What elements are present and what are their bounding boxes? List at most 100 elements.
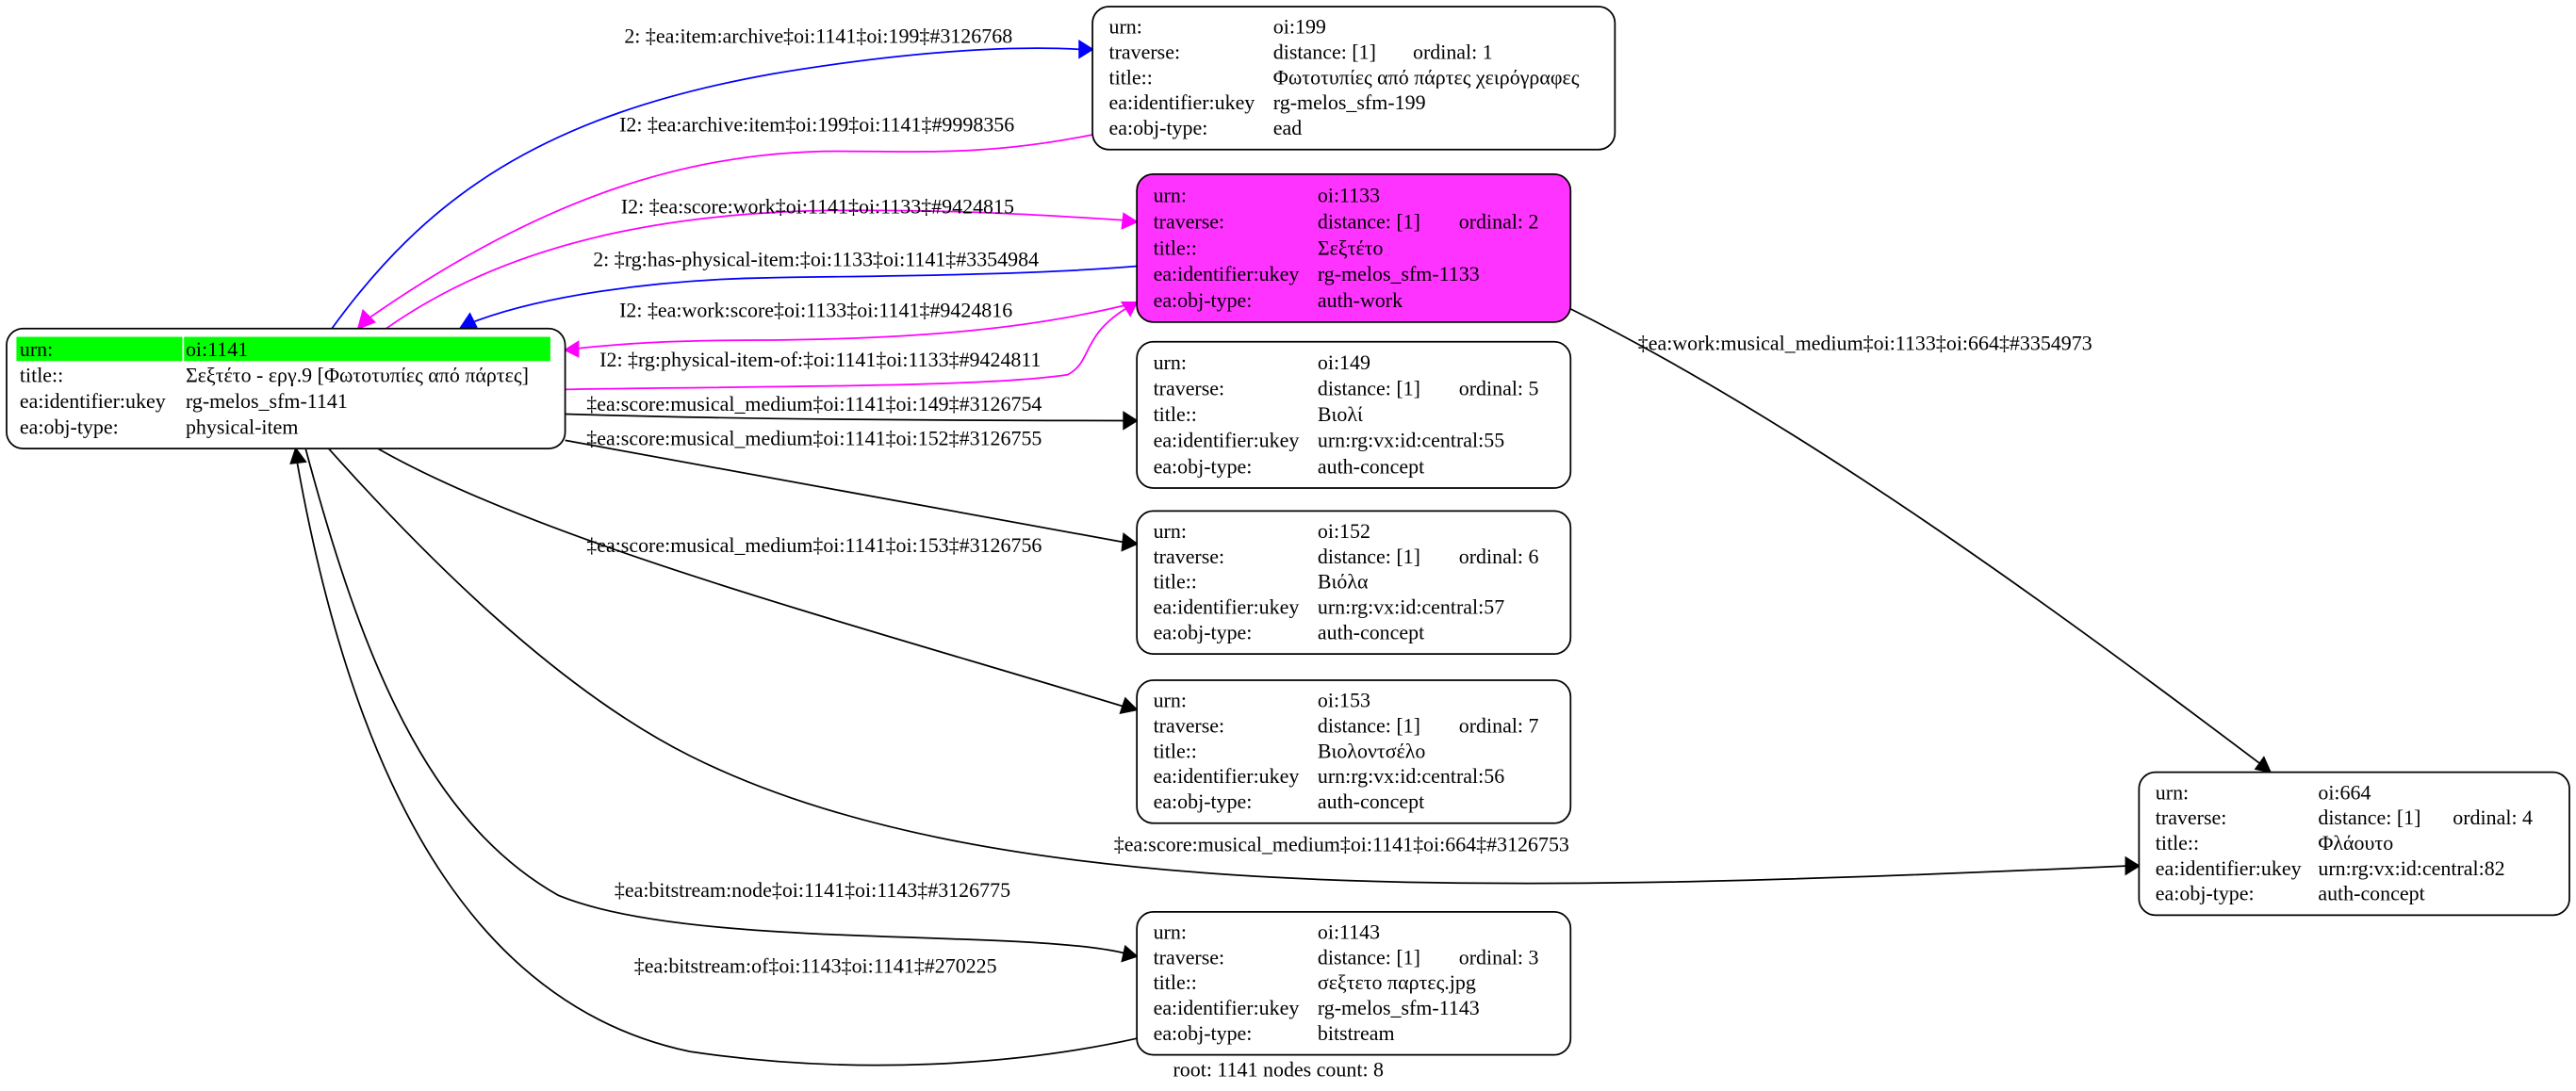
edge-line[interactable] (565, 413, 1124, 422)
edge-line[interactable] (331, 47, 1080, 330)
edge-line[interactable] (472, 265, 1138, 323)
edge-line[interactable] (578, 301, 1138, 350)
field-value: physical-item (186, 415, 298, 438)
field-value: urn:rg:vx:id:central:56 (1318, 764, 1504, 788)
field-key: title:: (1154, 970, 1197, 994)
field-value: ead (1273, 116, 1302, 139)
edge-line[interactable] (327, 448, 2126, 885)
edge-1133-to-664[interactable]: ‡ea:work:musical_medium‡oi:1133‡oi:664‡#… (1569, 308, 2272, 773)
edge-1133-to-1141[interactable]: 2: ‡rg:has-physical-item:‡oi:1133‡oi:114… (458, 248, 1138, 330)
field-key: ea:identifier:ukey (1154, 429, 1300, 452)
field-value: Βιολοντσέλο (1318, 739, 1426, 762)
root-highlight (16, 336, 183, 362)
edge-line[interactable] (565, 308, 1126, 391)
node-box[interactable] (2138, 771, 2570, 917)
field-value: auth-concept (1318, 790, 1424, 813)
edge-label: ‡ea:bitstream:node‡oi:1141‡oi:1143‡#3126… (615, 878, 1010, 902)
arrowhead-icon (1123, 411, 1139, 431)
field-key: ea:obj-type: (1154, 790, 1253, 813)
edge-label: ‡ea:score:musical_medium‡oi:1141‡oi:664‡… (1114, 832, 1569, 855)
field-key: title:: (1154, 236, 1197, 259)
field-value: oi:152 (1318, 519, 1370, 543)
field-key: urn: (1154, 689, 1187, 712)
field-value: distance: [1] (1318, 545, 1420, 568)
edge-1141-to-1133[interactable]: I2: ‡ea:score:work‡oi:1141‡oi:1133‡#9424… (386, 195, 1139, 330)
field-key: ea:identifier:ukey (1154, 764, 1300, 788)
field-value: Σεξτέτο (1318, 236, 1384, 259)
field-value: distance: [1] (1318, 945, 1420, 969)
field-value: Φωτοτυπίες από πάρτες χειρόγραφες (1273, 65, 1580, 89)
field-key: title:: (2156, 831, 2199, 855)
edge-label: ‡ea:work:musical_medium‡oi:1133‡oi:664‡#… (1638, 331, 2092, 354)
edge-1141-to-664[interactable]: ‡ea:score:musical_medium‡oi:1141‡oi:664‡… (327, 448, 2141, 885)
edge-label: I2: ‡rg:physical-item-of:‡oi:1141‡oi:113… (599, 348, 1041, 371)
node-box[interactable] (1136, 510, 1572, 655)
field-value: urn:rg:vx:id:central:82 (2318, 856, 2504, 880)
edge-1143-to-1141[interactable]: ‡ea:bitstream:of‡oi:1143‡oi:1141‡#270225 (289, 447, 1138, 1067)
field-key: title:: (1109, 65, 1153, 89)
edge-line[interactable] (1569, 308, 2261, 765)
field-ordinal: ordinal: 3 (1459, 945, 1539, 969)
arrowhead-icon (1121, 944, 1139, 963)
field-value: oi:1133 (1318, 184, 1380, 207)
field-key: ea:obj-type: (1154, 454, 1253, 478)
arrowhead-icon (1120, 301, 1139, 318)
edge-line[interactable] (565, 439, 1124, 544)
field-key: urn: (1154, 519, 1187, 543)
field-key: urn: (1154, 184, 1187, 207)
edge-line[interactable] (367, 134, 1093, 320)
field-key: ea:obj-type: (1109, 116, 1208, 139)
node-box[interactable] (1136, 679, 1572, 824)
edge-1141-to-199[interactable]: 2: ‡ea:item:archive‡oi:1141‡oi:199‡#3126… (331, 24, 1094, 330)
field-value: Βιόλα (1318, 570, 1369, 594)
field-key: title:: (20, 363, 63, 386)
field-value: rg-melos_sfm-1141 (186, 389, 348, 413)
field-value: auth-concept (2318, 882, 2424, 905)
edge-label: ‡ea:score:musical_medium‡oi:1141‡oi:149‡… (586, 392, 1042, 415)
field-value: distance: [1] (1318, 209, 1420, 233)
arrowhead-icon (2125, 855, 2141, 876)
edge-199-to-1141[interactable]: I2: ‡ea:archive:item‡oi:199‡oi:1141‡#999… (356, 113, 1093, 331)
edge-line[interactable] (304, 448, 1124, 954)
field-key: ea:identifier:ukey (2156, 856, 2302, 880)
node-box[interactable] (1136, 911, 1572, 1056)
node-box[interactable] (1136, 172, 1572, 323)
field-key: ea:obj-type: (20, 415, 119, 438)
arrowhead-icon (1121, 532, 1139, 552)
field-key: title:: (1154, 739, 1197, 762)
edges-layer: 2: ‡ea:item:archive‡oi:1141‡oi:199‡#3126… (289, 24, 2272, 1067)
edge-line[interactable] (386, 209, 1124, 330)
edge-1141-to-1143[interactable]: ‡ea:bitstream:node‡oi:1141‡oi:1143‡#3126… (304, 448, 1139, 963)
field-key: traverse: (1154, 545, 1225, 568)
edge-1141-to-149[interactable]: ‡ea:score:musical_medium‡oi:1141‡oi:149‡… (565, 392, 1139, 431)
arrowhead-icon (458, 312, 478, 330)
field-value: oi:664 (2318, 780, 2371, 804)
node-box[interactable] (1091, 6, 1616, 151)
field-value: rg-melos_sfm-1133 (1318, 262, 1480, 285)
edge-line[interactable] (377, 448, 1124, 708)
edge-label: ‡ea:score:musical_medium‡oi:1141‡oi:153‡… (586, 533, 1042, 557)
field-ordinal: ordinal: 1 (1413, 40, 1493, 63)
edge-1141-to-153[interactable]: ‡ea:score:musical_medium‡oi:1141‡oi:153‡… (377, 448, 1139, 715)
edge-label: ‡ea:score:musical_medium‡oi:1141‡oi:152‡… (586, 427, 1042, 450)
field-key: ea:obj-type: (1154, 1021, 1253, 1045)
field-key: ea:identifier:ukey (1154, 996, 1300, 1019)
node-box[interactable] (1136, 340, 1572, 489)
field-key: urn: (20, 337, 53, 361)
arrowhead-icon (1078, 40, 1094, 59)
edge-line[interactable] (296, 463, 1138, 1067)
field-key: urn: (1154, 350, 1187, 374)
edge-1141-to-1133[interactable]: I2: ‡rg:physical-item-of:‡oi:1141‡oi:113… (565, 301, 1139, 391)
edge-1141-to-152[interactable]: ‡ea:score:musical_medium‡oi:1141‡oi:152‡… (565, 427, 1139, 552)
edge-1133-to-1141[interactable]: I2: ‡ea:work:score‡oi:1133‡oi:1141‡#9424… (563, 299, 1138, 358)
edge-label: 2: ‡ea:item:archive‡oi:1141‡oi:199‡#3126… (624, 24, 1012, 47)
